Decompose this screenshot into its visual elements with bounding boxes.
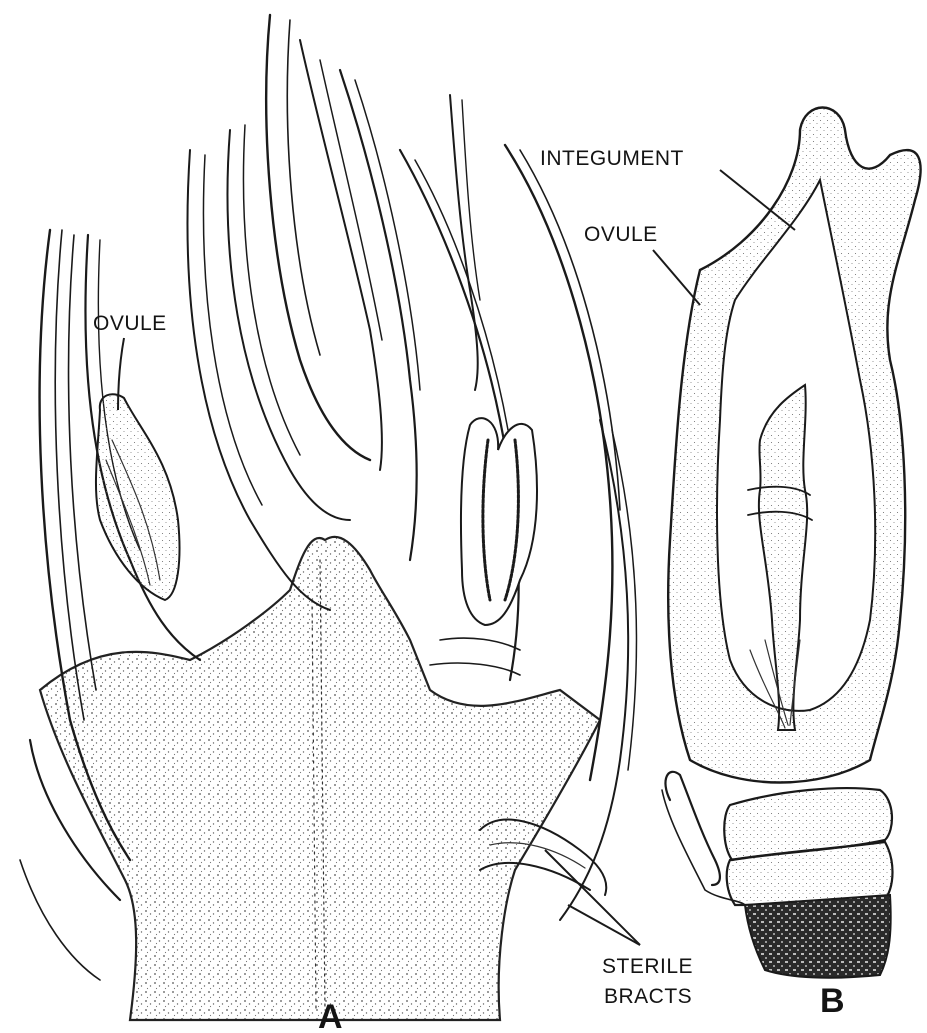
- ovule-a-right: [461, 418, 537, 625]
- sterile-bracts-leader-2: [568, 905, 640, 945]
- sterile-bracts-label-line1: STERILE: [602, 955, 693, 978]
- ovule-b-leader: [653, 250, 700, 305]
- base-woven: [745, 895, 891, 978]
- ovule-label-b: OVULE: [584, 223, 658, 246]
- panel-a-letter: A: [318, 998, 343, 1033]
- integument-label: INTEGUMENT: [540, 147, 684, 170]
- panel-b-letter: B: [820, 982, 845, 1020]
- ovule-label-a: OVULE: [93, 312, 167, 335]
- panel-b-drawing: [662, 108, 921, 978]
- sterile-bracts-label-line2: BRACTS: [604, 985, 692, 1008]
- ovule-a-left: [96, 394, 180, 600]
